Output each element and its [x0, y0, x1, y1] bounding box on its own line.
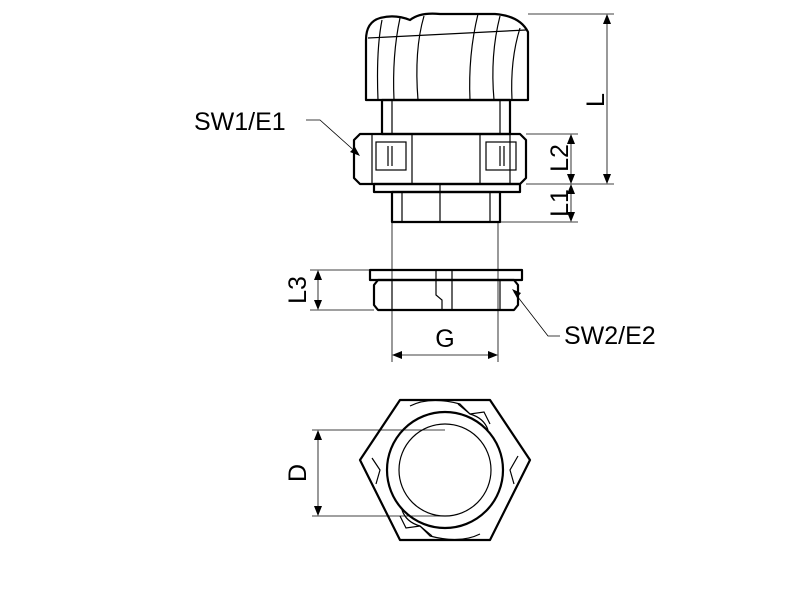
inner-bore [398, 423, 492, 517]
hex-outline [358, 398, 532, 542]
locknut-flange [368, 268, 524, 282]
label-G: G [435, 325, 454, 353]
label-D: D [284, 464, 312, 482]
leader-sw1 [306, 119, 359, 155]
dome-cap [364, 12, 530, 102]
threaded-stem [390, 190, 502, 224]
dimension-L [526, 13, 614, 185]
dimension-D [312, 429, 445, 517]
label-L2: L2 [546, 144, 574, 172]
label-L3: L3 [284, 276, 312, 304]
gland-top-view [358, 398, 532, 542]
cap-neck [380, 98, 512, 136]
dimension-L1 [500, 184, 578, 223]
label-L: L [582, 93, 610, 107]
seal-ring [372, 182, 522, 194]
locknut-body [372, 278, 520, 312]
gland-side-view [352, 12, 530, 224]
dimension-L3 [310, 269, 374, 311]
locknut-side-view [368, 268, 524, 312]
dimension-G [391, 222, 499, 362]
outer-ring [385, 410, 505, 530]
label-sw1-e1: SW1/E1 [194, 108, 286, 136]
leader-sw2 [513, 291, 560, 337]
dimension-L2 [526, 133, 578, 184]
label-L1: L1 [546, 189, 574, 217]
label-sw2-e2: SW2/E2 [564, 322, 656, 350]
